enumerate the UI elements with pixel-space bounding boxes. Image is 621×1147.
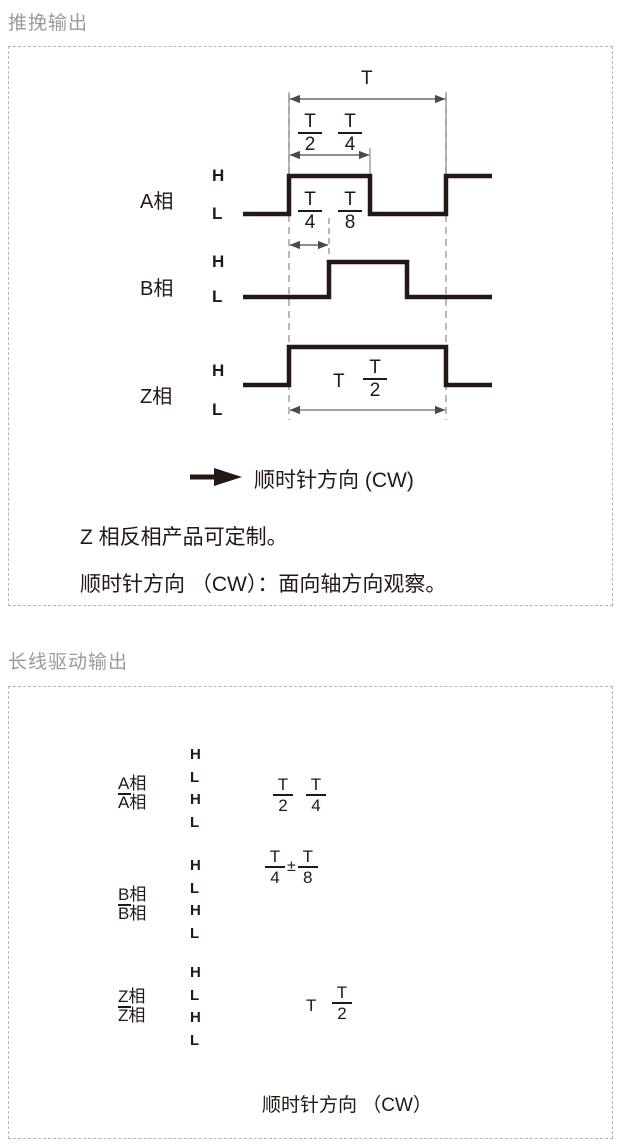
- channel-label-a-phase-diff: A相 A相: [118, 774, 147, 813]
- dimension-label-z-prefix-section2: T: [306, 996, 317, 1015]
- fraction-bar: [298, 132, 322, 134]
- fraction-a-lower-left: T 4: [296, 190, 324, 232]
- channel-label-z-phase: Z相: [140, 386, 173, 408]
- fraction-b-right: T 8: [297, 848, 319, 886]
- level-label-a-diff-h1: H: [190, 746, 201, 763]
- fraction-a-upper-left: T 2: [296, 112, 324, 154]
- level-label-b-diff-l1: L: [190, 880, 200, 897]
- line-driver-diagram-box: [8, 686, 613, 1139]
- fraction-denominator: 4: [304, 212, 316, 233]
- fraction-numerator: T: [302, 847, 313, 866]
- overbar-z: [118, 1006, 131, 1009]
- fraction-numerator: T: [344, 189, 356, 210]
- fraction-numerator: T: [269, 847, 281, 866]
- fraction-denominator: 4: [270, 868, 280, 887]
- channel-label-b-bar: B相: [118, 904, 147, 924]
- fraction-a-diff-left: T 2: [271, 776, 295, 814]
- level-label-a-diff-l1: L: [190, 769, 200, 786]
- channel-label-b: B相: [118, 885, 147, 904]
- fraction-b-left: T 4: [264, 848, 286, 886]
- channel-label-z: Z相: [118, 987, 146, 1006]
- level-label-z-h: H: [212, 361, 225, 380]
- fraction-numerator: T: [304, 189, 316, 210]
- fraction-bar: [265, 866, 285, 868]
- section-title-push-pull: 推挽输出: [8, 13, 89, 34]
- level-label-b-l: L: [212, 287, 223, 306]
- fraction-numerator: T: [304, 111, 316, 132]
- fraction-z-half-section2: T 2: [330, 984, 354, 1022]
- dimension-label-period: T: [361, 68, 373, 89]
- fraction-bar: [338, 210, 362, 212]
- level-label-b-h: H: [212, 252, 225, 271]
- fraction-bar: [298, 210, 322, 212]
- fraction-a-diff-right: T 4: [304, 776, 328, 814]
- channel-label-a-phase: A相: [140, 191, 174, 213]
- channel-label-b-phase: B相: [140, 278, 174, 300]
- fraction-a-upper-right: T 4: [336, 112, 364, 154]
- channel-label-a-bar: A相: [118, 793, 147, 813]
- direction-label-section2: 顺时针方向 （CW）: [262, 1095, 432, 1116]
- channel-label-b-phase-diff: B相 B相: [118, 885, 147, 924]
- overbar-b: [118, 904, 131, 907]
- channel-label-a: A相: [118, 774, 147, 793]
- level-label-b-diff-h2: H: [190, 902, 201, 919]
- fraction-bar: [306, 794, 326, 796]
- fraction-numerator: T: [369, 357, 381, 378]
- channel-label-z-phase-diff: Z相 Z相: [118, 987, 146, 1026]
- dimension-label-z-prefix: T: [333, 371, 345, 392]
- fraction-denominator: 2: [278, 796, 288, 815]
- fraction-denominator: 4: [344, 134, 356, 155]
- level-label-a-h: H: [212, 166, 225, 185]
- fraction-denominator: 2: [369, 380, 381, 401]
- fraction-denominator: 4: [311, 796, 321, 815]
- fraction-numerator: T: [336, 983, 348, 1002]
- level-label-b-diff-h1: H: [190, 857, 201, 874]
- level-label-a-diff-l2: L: [190, 814, 200, 831]
- fraction-denominator: 8: [303, 868, 313, 887]
- note-line-1: Z 相反相产品可定制。: [80, 526, 288, 549]
- level-label-z-diff-l1: L: [190, 987, 200, 1004]
- note-line-2: 顺时针方向 （CW）：面向轴方向观察。: [80, 573, 447, 596]
- fraction-denominator: 2: [337, 1004, 347, 1023]
- fraction-numerator: T: [344, 111, 356, 132]
- fraction-bar: [338, 132, 362, 134]
- plus-minus-sign: ±: [287, 858, 296, 875]
- fraction-group-b-shift: T 4 ± T 8: [264, 848, 319, 886]
- fraction-numerator: T: [310, 775, 322, 794]
- fraction-z-half: T 2: [361, 358, 389, 400]
- overbar-a: [118, 793, 131, 796]
- fraction-bar: [273, 794, 293, 796]
- section-title-line-driver: 长线驱动输出: [8, 652, 129, 673]
- fraction-denominator: 2: [304, 134, 316, 155]
- fraction-a-lower-right: T 8: [336, 190, 364, 232]
- level-label-z-diff-h2: H: [190, 1009, 201, 1026]
- level-label-a-l: L: [212, 204, 223, 223]
- fraction-bar: [332, 1002, 352, 1004]
- direction-label-section1: 顺时针方向 (CW): [254, 469, 414, 492]
- level-label-z-diff-l2: L: [190, 1032, 200, 1049]
- channel-label-z-bar: Z相: [118, 1006, 146, 1026]
- level-label-z-l: L: [212, 400, 223, 419]
- fraction-numerator: T: [277, 775, 289, 794]
- push-pull-diagram-box: [8, 46, 613, 606]
- level-label-a-diff-h2: H: [190, 791, 201, 808]
- level-label-z-diff-h1: H: [190, 964, 201, 981]
- fraction-bar: [297, 866, 318, 868]
- level-label-b-diff-l2: L: [190, 925, 200, 942]
- fraction-bar: [363, 378, 387, 380]
- fraction-denominator: 8: [344, 212, 356, 233]
